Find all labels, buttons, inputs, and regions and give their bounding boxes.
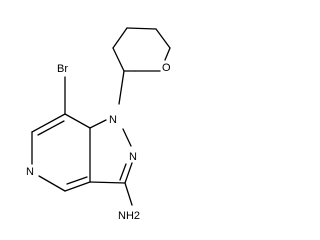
atom-n2-label: N — [129, 151, 137, 163]
atom-n1-label: N — [109, 114, 117, 126]
atom-amine-label: NH2 — [118, 210, 140, 222]
atom-ring-oxygen-label: O — [162, 62, 171, 74]
bond-thp-c6-o — [164, 47, 171, 61]
bond-c4-c3a — [64, 181, 91, 192]
bond-c3-c3a — [89, 181, 126, 184]
bond-n2-c3-inner — [119, 163, 127, 181]
bond-thp-c2-c3 — [112, 47, 125, 72]
tetrahydropyran-ring — [112, 27, 171, 72]
atom-bromine-label: Br — [57, 63, 68, 75]
bond-c4-c3a-inner — [66, 176, 88, 185]
bond-c7-c6 — [31, 113, 66, 133]
bond-c7a-c7 — [64, 113, 91, 129]
pyridine-ring — [31, 113, 91, 192]
bond-c2-n1 — [118, 70, 125, 105]
bond-c7-c6-inner — [37, 120, 65, 136]
bond-thp-c3-c4 — [112, 27, 128, 49]
bond-n2-c3 — [124, 162, 133, 184]
pyrazole-ring — [89, 119, 133, 184]
bond-thp-c5-c6 — [155, 28, 171, 49]
chemical-structure: Br O N N N NH2 — [26, 27, 171, 222]
atom-pyridine-nitrogen-label: N — [26, 166, 34, 178]
bond-n5-c4 — [38, 175, 66, 192]
bond-c3-nh2 — [124, 182, 133, 206]
bond-n1-c7a — [89, 119, 107, 129]
bond-n1-n2 — [122, 128, 132, 147]
bond-thp-c4-c5 — [126, 27, 157, 30]
